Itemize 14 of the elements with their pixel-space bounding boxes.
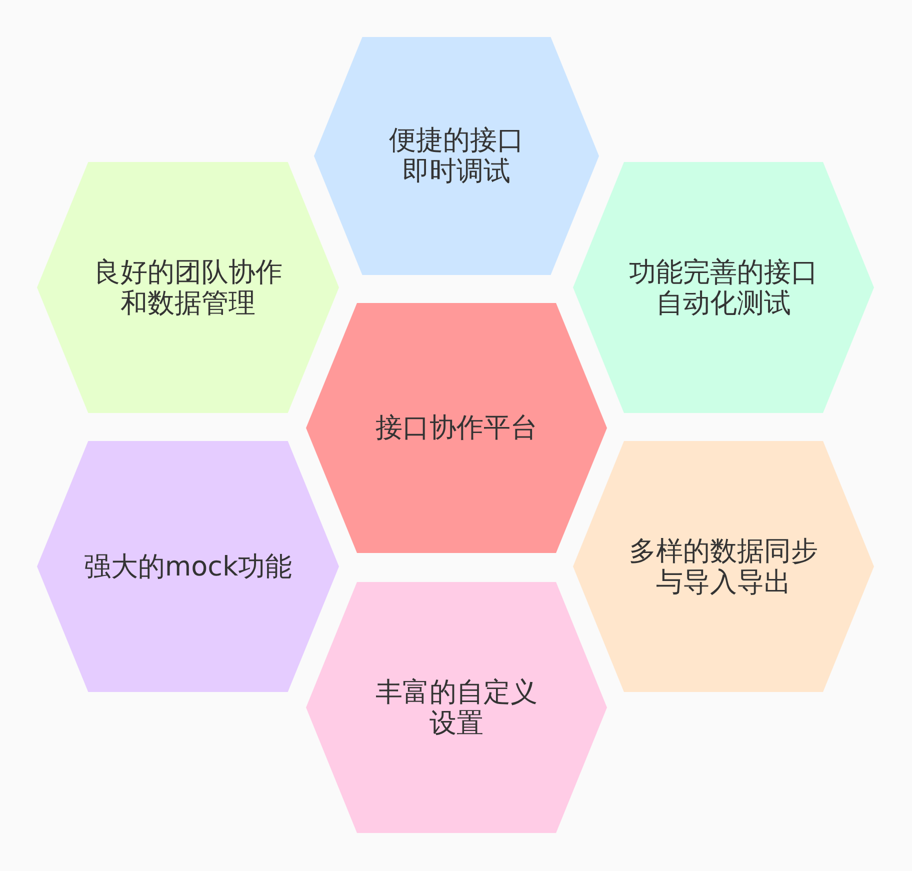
hexagon <box>37 441 339 692</box>
feature-label: 良好的团队协作和数据管理 <box>92 256 284 318</box>
feature-label: 功能完善的接口自动化测试 <box>628 256 819 318</box>
feature-label: 强大的mock功能 <box>84 551 292 582</box>
hexagon <box>573 162 874 413</box>
hexagon <box>306 582 607 833</box>
feature-label: 丰富的自定义设置 <box>374 676 538 738</box>
feature-label: 多样的数据同步与导入导出 <box>628 536 819 598</box>
hexagon <box>314 37 599 275</box>
feature-label: 便捷的接口即时调试 <box>388 125 525 187</box>
hexagon <box>306 303 607 553</box>
hexagon <box>573 441 874 692</box>
hexagon <box>37 162 339 413</box>
feature-label: 接口协作平台 <box>374 412 538 444</box>
